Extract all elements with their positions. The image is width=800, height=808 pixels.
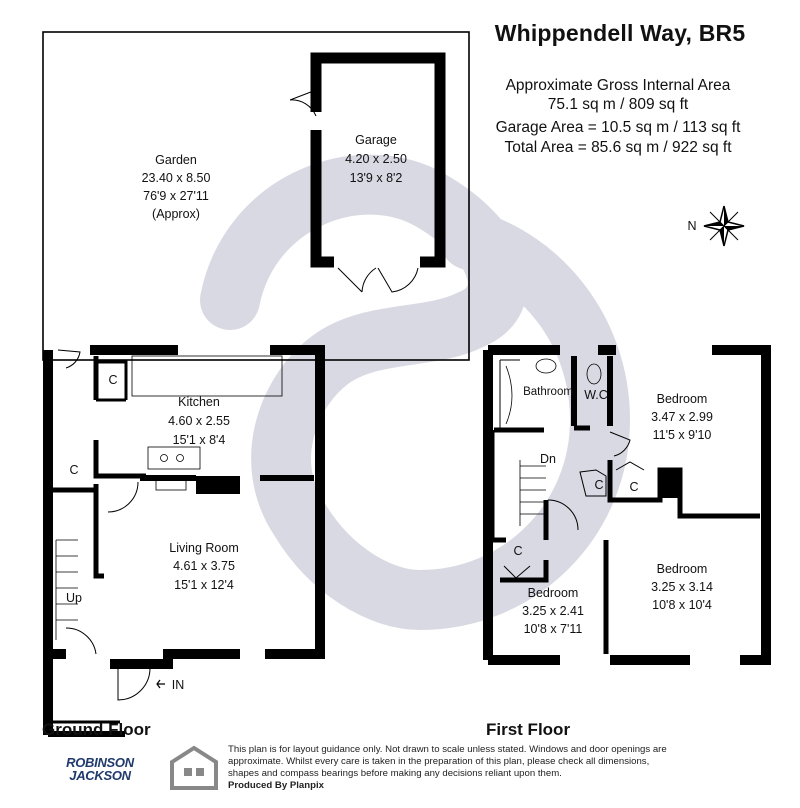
- internal-area-value: 75.1 sq m / 809 sq ft: [547, 96, 689, 113]
- garage: [289, 52, 446, 293]
- compass-rose: [703, 205, 745, 247]
- first-cupboard-2-label: C: [629, 480, 638, 494]
- bedroom-3-metric: 3.25 x 2.41: [522, 604, 584, 618]
- living-room-name: Living Room: [169, 541, 238, 555]
- bedroom-2-name: Bedroom: [657, 562, 708, 576]
- stairs-down-label: Dn: [540, 452, 556, 466]
- bedroom-2-imperial: 10'8 x 10'4: [652, 598, 712, 612]
- gross-internal-area-heading: Approximate Gross Internal Area: [505, 77, 731, 94]
- garden-metric: 23.40 x 8.50: [142, 171, 211, 185]
- garage-metric: 4.20 x 2.50: [345, 152, 407, 166]
- wc-name: W.C: [584, 388, 608, 402]
- compass-north-label: N: [687, 219, 696, 233]
- total-area-value: Total Area = 85.6 sq m / 922 sq ft: [504, 139, 732, 156]
- ground-cupboard-1-label: C: [108, 373, 117, 387]
- garden-imperial: 76'9 x 27'11: [143, 189, 209, 203]
- property-title: Whippendell Way, BR5: [494, 20, 746, 46]
- first-floor-walls: [483, 345, 771, 665]
- bedroom-2-metric: 3.25 x 3.14: [651, 580, 713, 594]
- bedroom-1-name: Bedroom: [657, 392, 708, 406]
- garden-name: Garden: [155, 153, 197, 167]
- agency-logo-line2: JACKSON: [69, 768, 131, 783]
- ground-cupboard-2-label: C: [69, 463, 78, 477]
- ground-floor-walls: [43, 345, 325, 737]
- disclaimer-text: This plan is for layout guidance only. N…: [228, 744, 667, 779]
- bedroom-3-name: Bedroom: [528, 586, 579, 600]
- disclaimer: This plan is for layout guidance only. N…: [228, 744, 668, 792]
- planpix-logo: [170, 745, 218, 790]
- garden-boundary: [42, 31, 470, 361]
- bathroom-name: Bathroom: [523, 386, 573, 398]
- agency-logo: ROBINSON JACKSON: [60, 756, 140, 782]
- bedroom-1-metric: 3.47 x 2.99: [651, 410, 713, 424]
- stairs-up-label: Up: [66, 591, 82, 605]
- first-floor-label: First Floor: [486, 720, 571, 739]
- garage-area-value: Garage Area = 10.5 sq m / 113 sq ft: [495, 119, 741, 136]
- ground-floor-label: Ground Floor: [42, 720, 151, 739]
- kitchen-name: Kitchen: [178, 395, 220, 409]
- living-room-imperial: 15'1 x 12'4: [174, 578, 234, 592]
- produced-by: Produced By Planpix: [228, 780, 324, 791]
- living-room-metric: 4.61 x 3.75: [173, 559, 235, 573]
- bedroom-1-imperial: 11'5 x 9'10: [653, 428, 712, 442]
- garage-name: Garage: [355, 133, 397, 147]
- first-cupboard-3-label: C: [513, 544, 522, 558]
- entrance-label: IN: [172, 678, 185, 692]
- first-cupboard-1-label: C: [594, 478, 603, 492]
- garage-imperial: 13'9 x 8'2: [350, 171, 403, 185]
- agency-logo-line1: ROBINSON: [66, 755, 134, 770]
- garden-note: (Approx): [152, 207, 200, 221]
- kitchen-imperial: 15'1 x 8'4: [173, 433, 226, 447]
- watermark-logo: [200, 154, 631, 631]
- bedroom-3-imperial: 10'8 x 7'11: [524, 622, 583, 636]
- kitchen-metric: 4.60 x 2.55: [168, 414, 230, 428]
